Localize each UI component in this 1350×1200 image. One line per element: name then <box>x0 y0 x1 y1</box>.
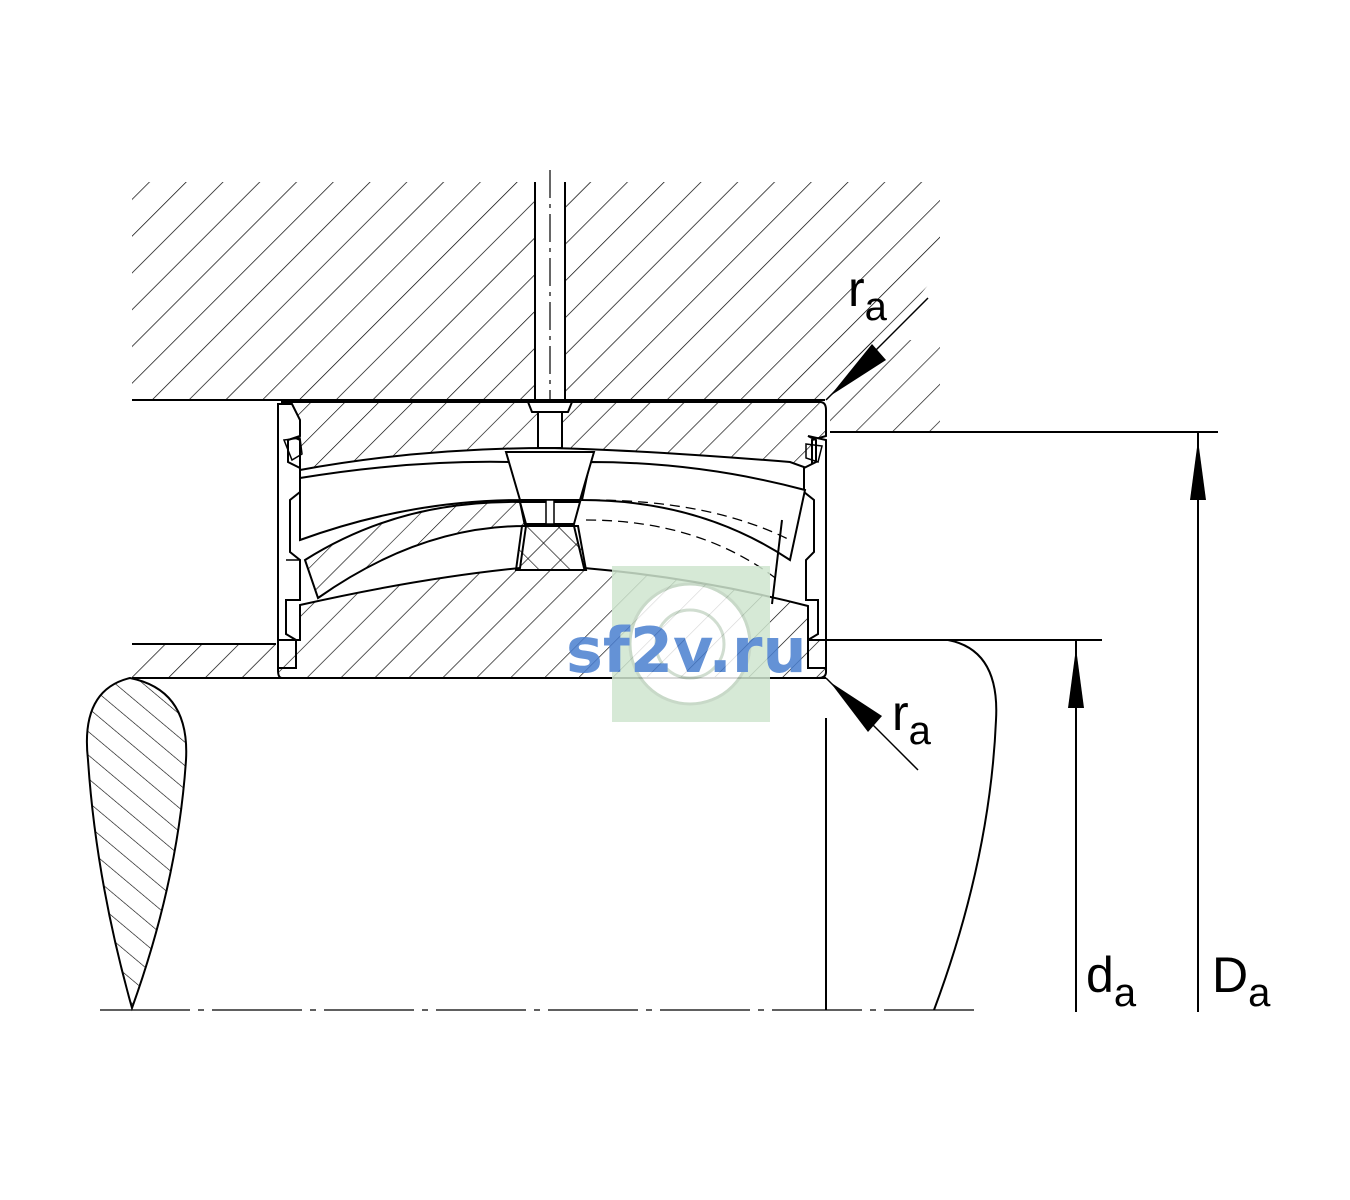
roller-right-dashed-2 <box>589 499 791 541</box>
rollers <box>299 460 807 605</box>
shaft-break-right <box>933 639 998 1011</box>
label-Da: Da <box>1212 947 1271 1015</box>
cage <box>504 451 596 525</box>
label-ra-bottom-symbol: r <box>892 685 909 741</box>
label-ra-bottom-subscript: a <box>909 709 932 753</box>
inner-ring-rib <box>514 525 588 571</box>
label-ra-top-subscript: a <box>865 285 888 329</box>
roller-right <box>580 460 807 562</box>
label-ra-top-symbol: r <box>848 261 865 317</box>
cage-slot <box>545 499 555 525</box>
labels: ra ra da Da <box>848 261 1271 1015</box>
seal-left <box>277 403 301 669</box>
shaft-shoulder-hatch <box>132 644 276 678</box>
label-ra-bottom: ra <box>892 685 932 753</box>
outer-ring-lube-hole <box>537 411 563 449</box>
shaft <box>86 639 1102 1012</box>
roller-right-edge <box>771 519 783 605</box>
seals <box>277 403 827 669</box>
outer-ring-lube-groove <box>526 401 574 413</box>
dim-Da-arrow <box>1190 440 1206 500</box>
watermark: sf2v.ru <box>566 566 807 722</box>
leader-ra-bottom-arrow <box>830 682 882 732</box>
dim-da-arrow <box>1068 648 1084 708</box>
watermark-bearing-icon <box>628 582 752 706</box>
watermark-text: sf2v.ru <box>566 614 807 687</box>
dimensions <box>825 297 1206 1012</box>
label-da: da <box>1086 947 1137 1015</box>
housing-hatch-right <box>565 182 940 400</box>
label-Da-subscript: a <box>1248 971 1271 1015</box>
seal-left-lip <box>282 437 303 462</box>
label-da-subscript: a <box>1114 971 1137 1015</box>
outer-ring <box>281 401 827 472</box>
seal-left-slot <box>286 559 301 601</box>
shaft-break-left <box>86 676 188 1012</box>
leader-ra-top-arrow <box>830 344 886 396</box>
watermark-bearing-inner <box>654 608 726 680</box>
housing <box>132 170 1218 433</box>
label-Da-symbol: D <box>1212 947 1248 1003</box>
label-da-symbol: d <box>1086 947 1114 1003</box>
label-ra-top: ra <box>848 261 888 329</box>
cage-center-bar <box>504 451 596 501</box>
housing-hatch-left <box>132 182 535 400</box>
seal-right-lip <box>805 443 823 463</box>
